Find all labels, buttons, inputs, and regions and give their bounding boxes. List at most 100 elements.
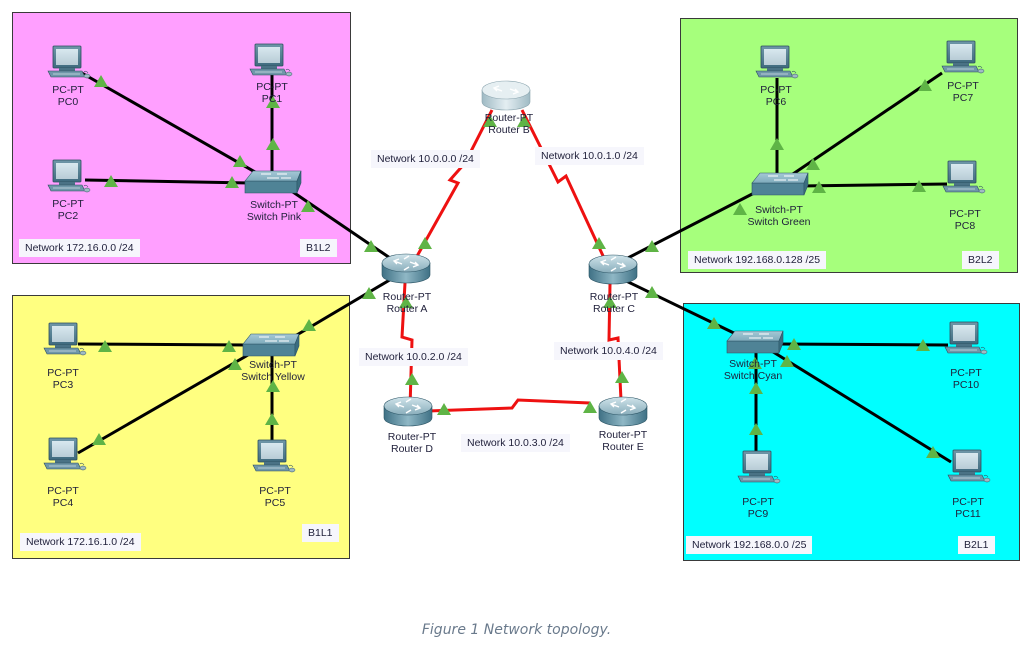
link-pc11-cyan[interactable] — [769, 348, 952, 464]
pc-icon-pc11[interactable] — [947, 449, 991, 483]
device-model: Router-PT — [589, 291, 639, 303]
link-up-icon — [733, 203, 747, 215]
link-pc8-green[interactable] — [799, 182, 948, 188]
router-icon-b[interactable] — [481, 80, 531, 111]
link-routerb-routerc[interactable] — [520, 109, 606, 259]
device-name: PC9 — [747, 508, 769, 520]
device-name: Switch Yellow — [241, 371, 305, 383]
network-note-ce: Network 10.0.4.0 /24 — [554, 342, 663, 360]
device-name: PC5 — [264, 497, 286, 509]
device-name: PC7 — [952, 92, 974, 104]
link-up-icon — [707, 317, 721, 329]
device-model: Router-PT — [382, 291, 432, 303]
device-name: Switch Green — [747, 216, 811, 228]
link-up-icon — [615, 371, 629, 383]
link-pc4-yellow[interactable] — [77, 353, 249, 455]
link-up-icon — [265, 413, 279, 425]
device-name: Switch Pink — [246, 211, 302, 223]
device-model: PC-PT — [947, 80, 979, 92]
switch-icon-cyan[interactable] — [726, 330, 784, 354]
network-note-ab: Network 10.0.0.0 /24 — [371, 150, 480, 168]
router-icon-e[interactable] — [598, 396, 648, 427]
router-icon-c[interactable] — [588, 254, 638, 285]
device-model: Switch-PT — [755, 204, 803, 216]
device-name: PC1 — [261, 93, 283, 105]
network-note-b2l2: Network 192.168.0.128 /25 — [688, 251, 827, 269]
network-note-bc: Network 10.0.1.0 /24 — [535, 147, 644, 165]
switch-icon-pink[interactable] — [244, 170, 302, 194]
link-up-icon — [418, 237, 432, 249]
router-icon-d[interactable] — [383, 396, 433, 427]
pc-icon-pc5[interactable] — [252, 439, 296, 473]
area-tag-b2l1: B2L1 — [958, 536, 995, 554]
area-tag-b1l1: B1L1 — [302, 524, 339, 542]
device-model: PC-PT — [52, 84, 84, 96]
link-routerd-routere[interactable] — [427, 398, 591, 413]
link-up-icon — [749, 423, 763, 435]
area-tag-b1l2: B1L2 — [300, 239, 337, 257]
link-routera-routerb[interactable] — [414, 109, 494, 259]
device-model: PC-PT — [259, 485, 291, 497]
router-icon-a[interactable] — [381, 253, 431, 284]
pc-icon-pc10[interactable] — [944, 321, 988, 355]
device-model: Router-PT — [598, 429, 648, 441]
device-name: Router D — [390, 443, 433, 455]
device-name: Router B — [488, 124, 530, 136]
device-model: PC-PT — [47, 367, 79, 379]
pc-icon-pc1[interactable] — [249, 43, 293, 77]
device-model: PC-PT — [256, 81, 288, 93]
link-routera-routerd[interactable] — [400, 282, 414, 409]
device-name: PC8 — [954, 220, 976, 232]
network-note-ad: Network 10.0.2.0 /24 — [359, 348, 468, 366]
link-up-icon — [770, 138, 784, 150]
pc-icon-pc6[interactable] — [755, 45, 799, 79]
link-green-routerc[interactable] — [619, 188, 761, 264]
pc-icon-pc8[interactable] — [942, 160, 986, 194]
device-name: PC10 — [952, 379, 980, 391]
device-model: PC-PT — [47, 485, 79, 497]
pc-icon-pc2[interactable] — [47, 159, 91, 193]
device-model: Router-PT — [484, 112, 534, 124]
pc-icon-pc7[interactable] — [941, 40, 985, 74]
device-name: Router E — [602, 441, 644, 453]
link-up-icon — [405, 373, 419, 385]
link-up-icon — [98, 340, 112, 352]
link-pc7-green[interactable] — [789, 71, 943, 178]
link-routerc-routere[interactable] — [607, 283, 623, 401]
device-name: PC2 — [57, 210, 79, 222]
pc-icon-pc9[interactable] — [737, 450, 781, 484]
network-note-de: Network 10.0.3.0 /24 — [461, 434, 570, 452]
switch-icon-yellow[interactable] — [242, 333, 300, 357]
link-pc0-pink[interactable] — [79, 70, 263, 178]
device-model: PC-PT — [760, 84, 792, 96]
device-name: PC0 — [57, 96, 79, 108]
device-name: PC3 — [52, 379, 74, 391]
pc-icon-pc3[interactable] — [43, 322, 87, 356]
device-model: PC-PT — [52, 198, 84, 210]
figure-caption: Figure 1 Network topology. — [421, 622, 612, 638]
device-name: Switch Cyan — [723, 370, 783, 382]
switch-icon-green[interactable] — [751, 172, 809, 196]
pc-icon-pc4[interactable] — [43, 437, 87, 471]
device-name: Router C — [592, 303, 635, 315]
network-note-b1l2: Network 172.16.0.0 /24 — [19, 239, 140, 257]
link-up-icon — [266, 138, 280, 150]
device-name: Router A — [386, 303, 428, 315]
